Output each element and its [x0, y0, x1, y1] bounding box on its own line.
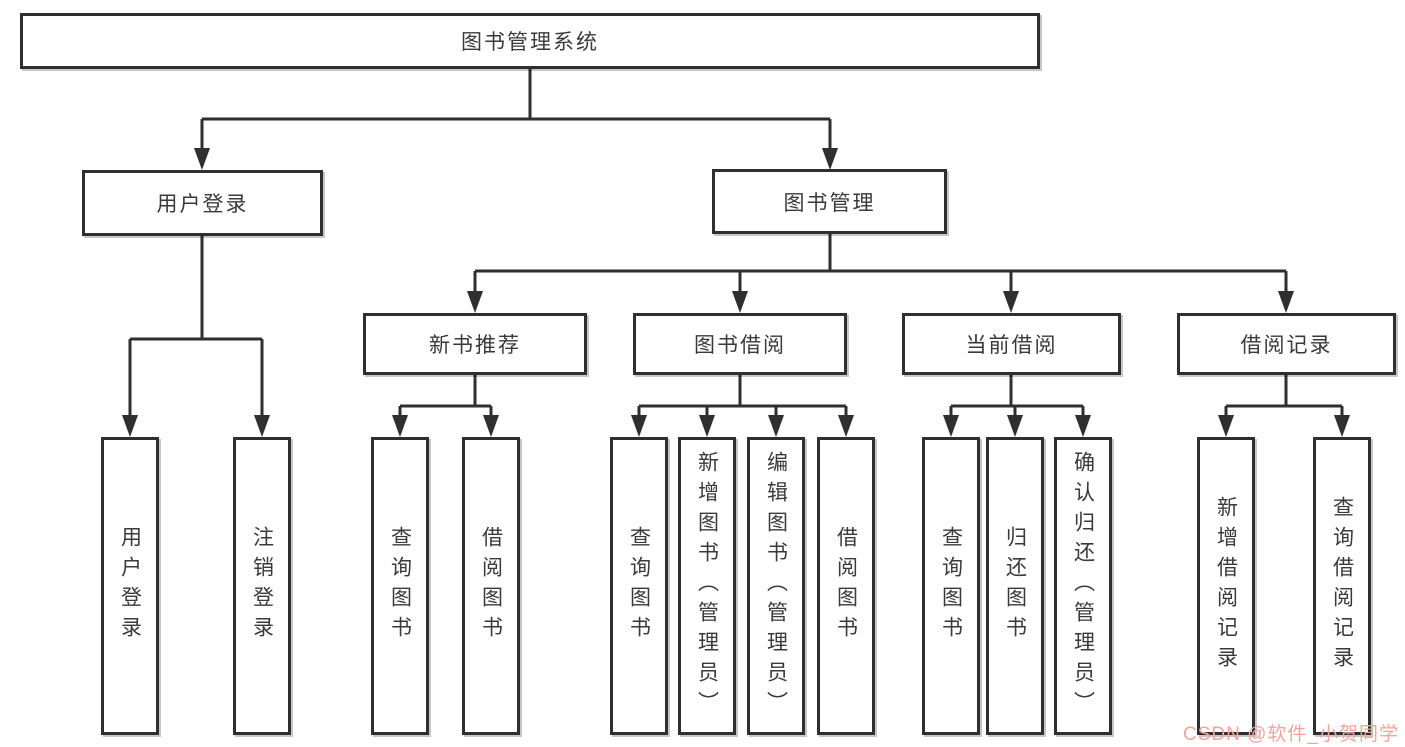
leaf-newbook-query: 查询图书: [371, 437, 429, 735]
leaf-borrow-edit-admin: 编辑图书（管理员）: [747, 437, 805, 735]
leaf-borrow-add-admin: 新增图书（管理员）: [678, 437, 736, 735]
node-borrow-records-label: 借阅记录: [1240, 334, 1333, 357]
leaf-records-query-label: 查询借阅记录: [1330, 496, 1354, 676]
node-current-borrow: 当前借阅: [902, 313, 1121, 375]
leaf-user-login: 用户登录: [101, 437, 159, 735]
leaf-borrow-query-label: 查询图书: [627, 526, 651, 646]
leaf-current-confirm-admin-label: 确认归还（管理员）: [1071, 451, 1095, 721]
node-user-login-label: 用户登录: [156, 193, 249, 216]
leaf-logout: 注销登录: [233, 437, 291, 735]
node-root: 图书管理系统: [20, 13, 1040, 69]
leaf-borrow-query: 查询图书: [610, 437, 668, 735]
node-book-management-label: 图书管理: [783, 191, 876, 215]
leaf-newbook-borrow: 借阅图书: [462, 437, 520, 735]
leaf-borrow-borrow: 借阅图书: [817, 437, 875, 735]
node-new-book-recommend: 新书推荐: [363, 313, 587, 375]
leaf-borrow-edit-admin-label: 编辑图书（管理员）: [764, 451, 788, 721]
node-borrow-records: 借阅记录: [1177, 313, 1396, 375]
leaf-current-query: 查询图书: [922, 437, 980, 735]
leaf-newbook-query-label: 查询图书: [388, 526, 412, 646]
node-book-management: 图书管理: [712, 169, 947, 234]
node-user-login: 用户登录: [82, 170, 323, 236]
node-new-book-recommend-label: 新书推荐: [429, 334, 521, 357]
leaf-newbook-borrow-label: 借阅图书: [479, 526, 503, 646]
csdn-watermark: CSDN @软件_小贺同学: [1183, 724, 1399, 745]
leaf-current-query-label: 查询图书: [939, 526, 963, 646]
leaf-current-return-label: 归还图书: [1003, 526, 1027, 646]
leaf-borrow-borrow-label: 借阅图书: [834, 526, 858, 646]
leaf-current-confirm-admin: 确认归还（管理员）: [1054, 437, 1112, 735]
leaf-user-login-label: 用户登录: [118, 526, 142, 646]
leaf-records-query: 查询借阅记录: [1313, 437, 1371, 735]
node-current-borrow-label: 当前借阅: [965, 334, 1058, 357]
node-book-borrow: 图书借阅: [633, 313, 847, 375]
leaf-current-return: 归还图书: [986, 437, 1044, 735]
leaf-records-add: 新增借阅记录: [1197, 437, 1255, 735]
node-book-borrow-label: 图书借阅: [694, 334, 786, 357]
node-root-label: 图书管理系统: [461, 31, 599, 54]
leaf-borrow-add-admin-label: 新增图书（管理员）: [695, 451, 719, 721]
leaf-records-add-label: 新增借阅记录: [1214, 496, 1238, 676]
leaf-logout-label: 注销登录: [250, 526, 274, 646]
